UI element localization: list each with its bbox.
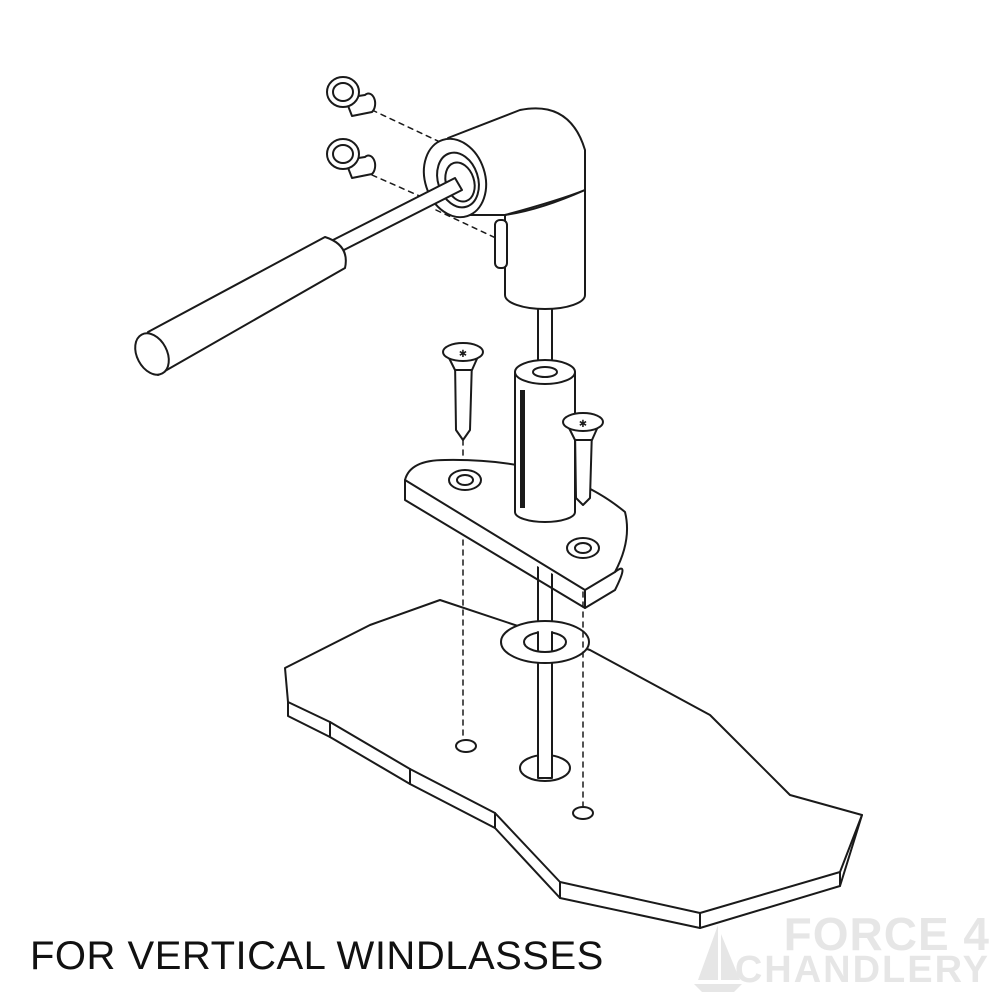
- plate-screw-hole-left: [455, 739, 477, 753]
- sleeve-tube: [514, 359, 576, 523]
- svg-text:✱: ✱: [579, 419, 587, 430]
- watermark-line1: FORCE 4: [783, 908, 990, 960]
- handle-bolt-bottom: [326, 138, 377, 179]
- grip: [134, 236, 347, 376]
- handle-bolt-top: [326, 76, 377, 117]
- handle-rod: [332, 177, 463, 253]
- elbow-fitting: [422, 107, 586, 310]
- watermark-line2: CHANDLERY: [734, 949, 990, 991]
- caption: FOR VERTICAL WINDLASSES: [30, 934, 604, 978]
- countersunk-screw-left: ✱: [442, 342, 484, 441]
- plate-screw-hole-right: [572, 806, 594, 820]
- watermark: FORCE 4 CHANDLERY: [690, 905, 990, 1000]
- washer: [500, 620, 590, 664]
- countersunk-screw-right: ✱: [562, 412, 604, 506]
- sailboat-icon: [694, 925, 742, 992]
- svg-text:✱: ✱: [459, 349, 467, 360]
- deck-plate: [284, 599, 863, 929]
